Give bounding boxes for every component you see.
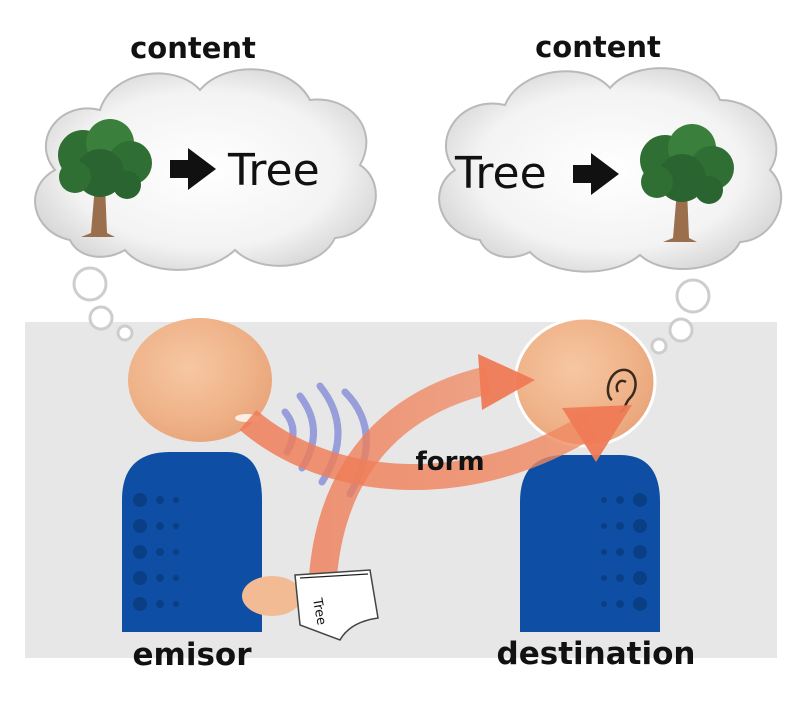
thought-bubbles-right: [650, 278, 711, 355]
emisor-person: [122, 318, 302, 632]
thought-bubbles-left: [72, 266, 134, 342]
destination-person: [513, 316, 660, 632]
paper-note: Tree: [294, 569, 379, 641]
paper-text: Tree: [309, 596, 329, 626]
tree-word-right: Tree: [454, 148, 547, 199]
form-arrow-mouth-to-ear: [239, 405, 632, 490]
tree-icon: [58, 119, 152, 237]
arrow-right-icon: [573, 153, 619, 195]
emisor-head: [128, 318, 272, 442]
emisor-label: emisor: [133, 637, 253, 673]
form-label: form: [415, 447, 484, 477]
destination-body-dots: [601, 493, 647, 611]
content-label-left: content: [130, 31, 256, 65]
destination-body: [520, 455, 660, 632]
emisor-hand: [242, 576, 302, 616]
destination-label: destination: [497, 636, 696, 672]
arrow-right-icon: [170, 148, 216, 190]
tree-word-left: Tree: [227, 145, 320, 196]
emisor-body-dots: [133, 493, 179, 611]
content-label-right: content: [535, 30, 661, 64]
emisor-body: [122, 452, 262, 632]
tree-icon: [640, 124, 734, 242]
form-arrow-paper-to-head: [307, 354, 535, 611]
